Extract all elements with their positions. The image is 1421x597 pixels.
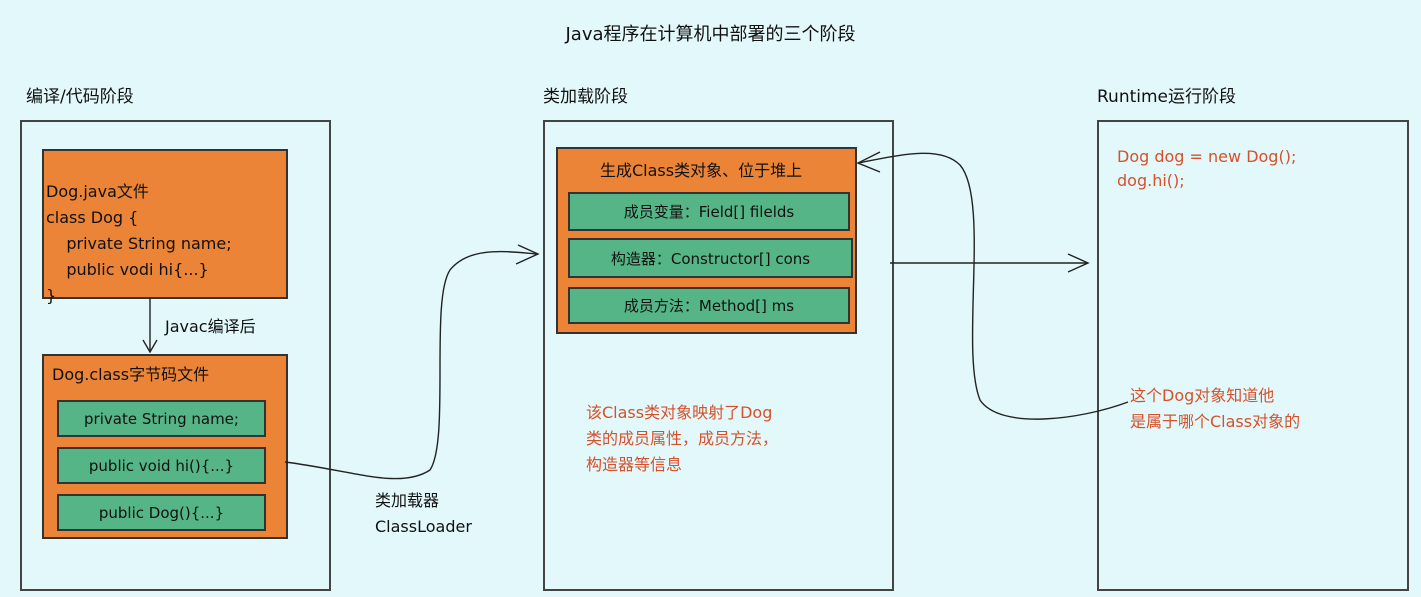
diagram-title: Java程序在计算机中部署的三个阶段 <box>565 24 856 45</box>
runtime-note: 这个Dog对象知道他 是属于哪个Class对象的 <box>1130 383 1300 435</box>
compile-panel <box>20 120 331 591</box>
class-reference-arrow <box>856 151 1129 420</box>
classloader-label: 类加载器 ClassLoader <box>375 488 472 540</box>
stage-classload-label: 类加载阶段 <box>543 87 628 107</box>
stage-runtime-label: Runtime运行阶段 <box>1097 87 1237 107</box>
class-object-title: 生成Class类对象、位于堆上 <box>600 161 803 180</box>
classload-panel <box>543 120 894 591</box>
source-line: private String name; <box>46 234 232 253</box>
class-object-item: 构造器：Constructor[] cons <box>568 238 853 278</box>
bytecode-title: Dog.class字节码文件 <box>52 365 210 384</box>
note-line: 类的成员属性，成员方法， <box>586 429 779 448</box>
bytecode-item: public Dog(){...} <box>57 494 266 531</box>
stage-compile-label: 编译/代码阶段 <box>26 87 134 107</box>
source-line: } <box>46 286 57 305</box>
classloader-label-en: ClassLoader <box>375 517 472 536</box>
code-line: Dog dog = new Dog(); <box>1117 147 1297 166</box>
class-object-item: 成员变量：Field[] filelds <box>568 192 850 231</box>
runtime-panel <box>1097 120 1409 591</box>
source-line: public vodi hi{...} <box>46 260 209 279</box>
code-line: dog.hi(); <box>1117 171 1185 190</box>
class-object-note: 该Class类对象映射了Dog 类的成员属性，成员方法， 构造器等信息 <box>586 400 778 478</box>
bytecode-item: private String name; <box>57 400 266 437</box>
source-line: Dog.java文件 <box>46 182 149 201</box>
bytecode-item: public void hi(){...} <box>57 447 266 484</box>
note-line: 这个Dog对象知道他 <box>1130 386 1275 405</box>
note-line: 该Class类对象映射了Dog <box>586 403 773 422</box>
javac-arrow <box>142 298 158 354</box>
class-object-item: 成员方法：Method[] ms <box>568 287 850 324</box>
instantiate-arrow <box>890 253 1090 273</box>
runtime-code: Dog dog = new Dog(); dog.hi(); <box>1117 145 1296 193</box>
source-line: class Dog { <box>46 208 139 227</box>
source-file-box: Dog.java文件 class Dog { private String nam… <box>42 149 288 305</box>
note-line: 构造器等信息 <box>586 455 683 474</box>
classloader-arrow <box>284 244 540 480</box>
classloader-label-cn: 类加载器 <box>375 491 440 510</box>
note-line: 是属于哪个Class对象的 <box>1130 412 1301 431</box>
javac-label: Javac编译后 <box>165 317 256 336</box>
